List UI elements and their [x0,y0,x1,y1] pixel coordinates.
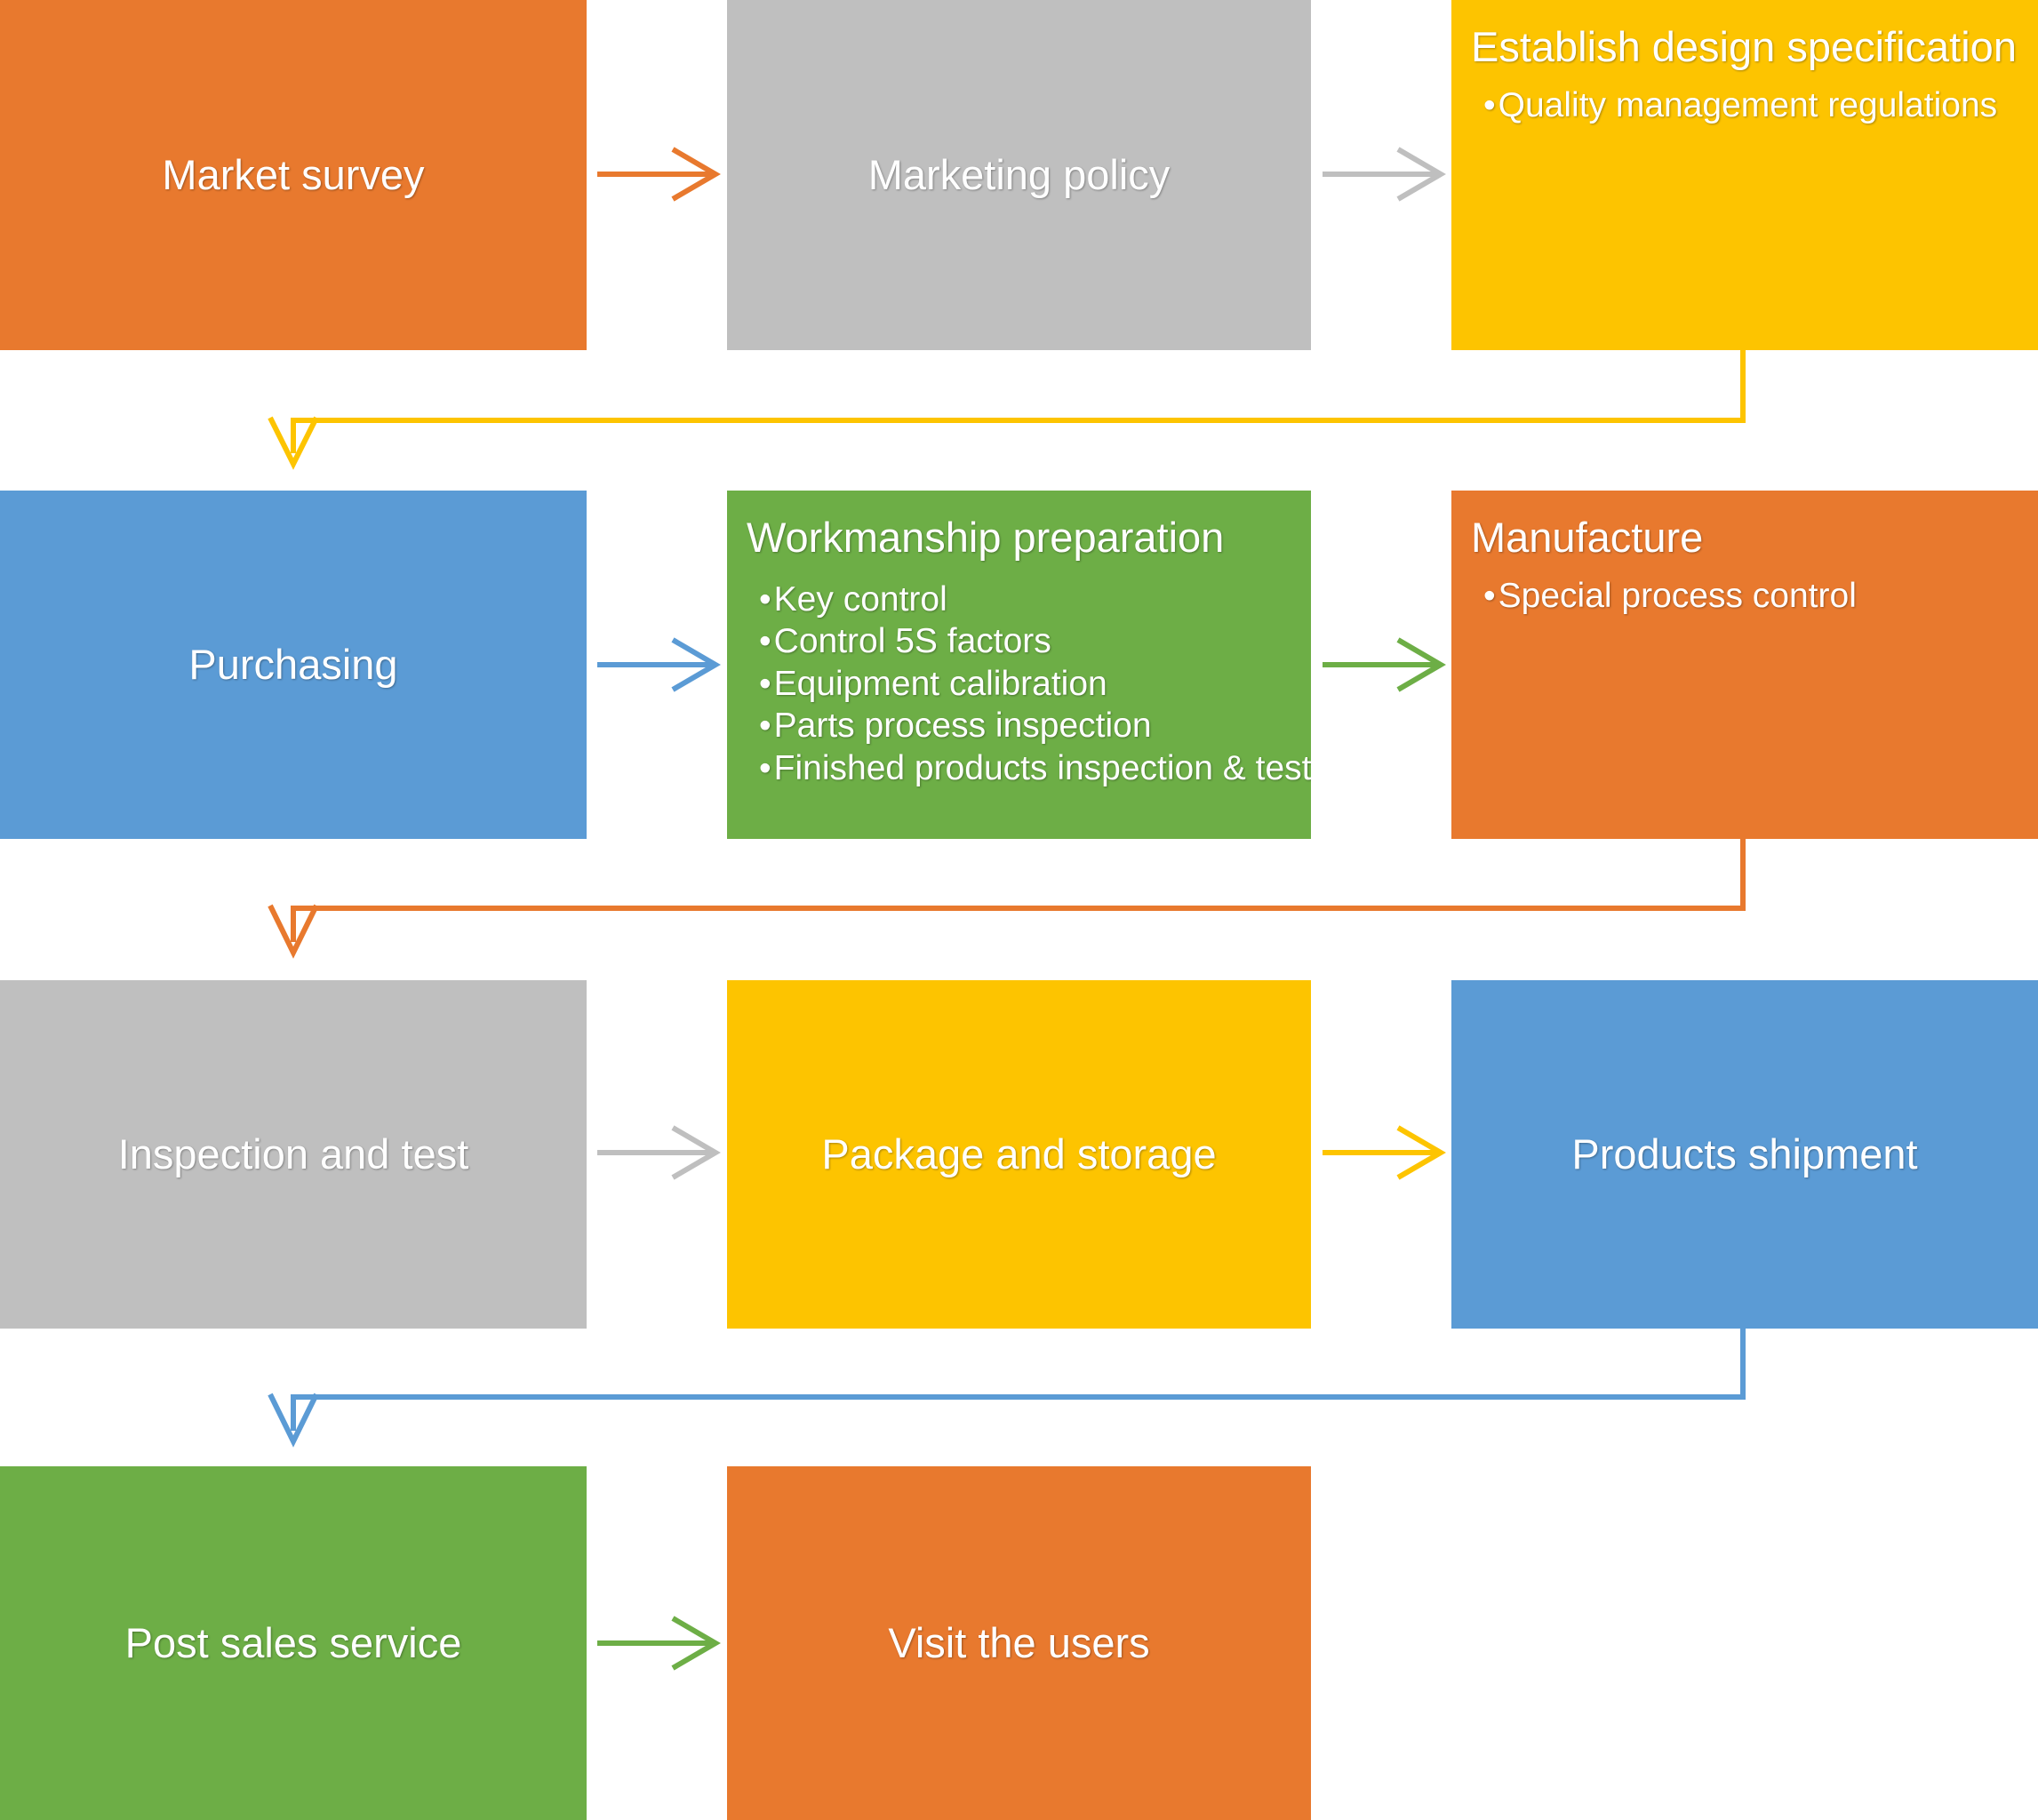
node-package-and-storage-label: Package and storage [821,1130,1217,1177]
node-purchasing-label: Purchasing [188,640,398,688]
node-establish-design-specification[interactable]: Establish design specification Quality m… [1451,0,2038,350]
node-package-and-storage[interactable]: Package and storage [727,980,1311,1329]
node-post-sales-service-label: Post sales service [124,1618,462,1666]
connector-manufacture-to-inspection-and-test [268,839,1746,959]
node-marketing-policy-label: Marketing policy [867,150,1171,198]
node-establish-design-specification-title: Establish design specification [1471,23,2017,70]
node-inspection-and-test-label: Inspection and test [117,1130,469,1177]
node-post-sales-service[interactable]: Post sales service [0,1466,587,1820]
node-products-shipment-label: Products shipment [1571,1130,1918,1177]
node-purchasing[interactable]: Purchasing [0,491,587,839]
node-manufacture-bullets: Special process control [1471,575,2018,618]
connector-package-and-storage-to-products-shipment [1323,1125,1446,1180]
bullet-item: Control 5S factors [759,620,1291,663]
node-workmanship-preparation[interactable]: Workmanship preparation Key control Cont… [727,491,1311,839]
bullet-item: Finished products inspection & test [759,747,1311,790]
connector-market-survey-to-marketing-policy [597,147,721,202]
connector-purchasing-to-workmanship-preparation [597,637,721,692]
node-products-shipment[interactable]: Products shipment [1451,980,2038,1329]
node-market-survey[interactable]: Market survey [0,0,587,350]
node-visit-the-users-label: Visit the users [888,1618,1150,1666]
node-market-survey-label: Market survey [162,150,425,198]
connector-marketing-policy-to-establish-design-specification [1323,147,1446,202]
bullet-item: Special process control [1483,575,2018,618]
connector-workmanship-preparation-to-manufacture [1323,637,1446,692]
bullet-item: Equipment calibration [759,663,1291,706]
node-workmanship-preparation-title: Workmanship preparation [747,514,1225,561]
bullet-item: Quality management regulations [1483,84,2018,127]
node-workmanship-preparation-bullets: Key control Control 5S factors Equipment… [747,579,1311,790]
node-manufacture[interactable]: Manufacture Special process control [1451,491,2038,839]
bullet-item: Parts process inspection [759,705,1291,747]
connector-products-shipment-to-post-sales-service [268,1329,1746,1448]
node-marketing-policy[interactable]: Marketing policy [727,0,1311,350]
connector-establish-design-specification-to-purchasing [268,350,1746,470]
node-manufacture-title: Manufacture [1471,514,1704,561]
connector-inspection-and-test-to-package-and-storage [597,1125,721,1180]
bullet-item: Key control [759,579,1291,621]
node-establish-design-specification-bullets: Quality management regulations [1471,84,2018,127]
connector-post-sales-service-to-visit-the-users [597,1616,721,1671]
node-visit-the-users[interactable]: Visit the users [727,1466,1311,1820]
node-inspection-and-test[interactable]: Inspection and test [0,980,587,1329]
